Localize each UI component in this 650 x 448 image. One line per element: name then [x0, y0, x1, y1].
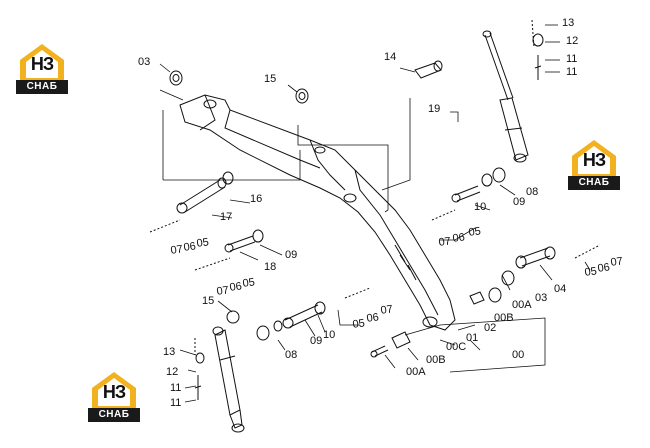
callout-label: 02 [484, 322, 497, 334]
callout-label: 09 [310, 335, 323, 347]
callout-label: 03 [535, 292, 548, 304]
bolt-groups [149, 19, 601, 355]
callout-label: 06 [451, 231, 466, 245]
logo-mark: НЗ [102, 382, 126, 402]
callout-label: 11 [170, 397, 182, 409]
house-roof-icon [20, 44, 64, 80]
callout-label: 07 [437, 235, 452, 249]
pins-and-washers [169, 33, 556, 400]
callout-label: 07 [609, 255, 624, 269]
logo-mark: НЗ [30, 54, 54, 74]
callout-label: 05 [241, 276, 256, 290]
callout-label: 07 [379, 303, 394, 317]
callout-label: 10 [474, 201, 487, 213]
callout-label: 05 [583, 265, 598, 279]
callout-label: 06 [182, 240, 197, 254]
callout-label: 05 [467, 225, 482, 239]
callout-label: 00B [426, 354, 446, 366]
callout-label: 15 [202, 295, 215, 307]
callout-label: 11 [170, 382, 182, 394]
callout-label: 15 [264, 73, 277, 85]
logo-text: СНАБ [16, 80, 68, 94]
logo-text: СНАБ [88, 408, 140, 422]
callout-label: 03 [138, 56, 151, 68]
callout-label: 11 [566, 66, 578, 78]
callout-label: 08 [285, 349, 298, 361]
callout-label: 00B [494, 312, 514, 324]
logo-mark: НЗ [582, 150, 606, 170]
callout-label: 09 [513, 196, 526, 208]
callout-label: 11 [566, 53, 578, 65]
callout-label: 08 [526, 186, 539, 198]
callout-label: 06 [228, 280, 243, 294]
lower-cylinder [212, 326, 245, 433]
callout-label: 06 [365, 311, 380, 325]
callout-label: 00A [512, 299, 532, 311]
callout-label: 12 [566, 35, 579, 47]
callout-label: 13 [562, 17, 575, 29]
callout-label: 14 [384, 51, 397, 63]
leader-lines [159, 24, 591, 403]
callout-label: 16 [250, 193, 263, 205]
callout-label: 17 [220, 211, 233, 223]
brand-logo-right: НЗ СНАБ [568, 136, 620, 192]
callout-label: 07 [215, 284, 230, 298]
callout-label: 09 [285, 249, 298, 261]
callout-label: 00C [446, 341, 467, 353]
callout-label: 00A [406, 366, 426, 378]
callout-label: 13 [163, 346, 176, 358]
callout-label: 06 [596, 261, 611, 275]
callout-label: 05 [351, 317, 366, 331]
brand-logo-top-left: НЗ СНАБ [16, 40, 68, 96]
callout-label: 12 [166, 366, 179, 378]
callout-label: 01 [466, 332, 479, 344]
house-roof-icon [572, 140, 616, 176]
callout-label: 18 [264, 261, 277, 273]
upper-cylinder [414, 30, 529, 163]
callout-label: 04 [554, 283, 567, 295]
callout-label: 07 [169, 243, 184, 257]
callout-label: 00 [512, 349, 525, 361]
brand-logo-bottom-left: НЗ СНАБ [88, 368, 140, 424]
logo-text: СНАБ [568, 176, 620, 190]
callout-label: 05 [195, 236, 210, 250]
callout-label: 10 [323, 329, 336, 341]
callout-label: 19 [428, 103, 441, 115]
house-roof-icon [92, 372, 136, 408]
